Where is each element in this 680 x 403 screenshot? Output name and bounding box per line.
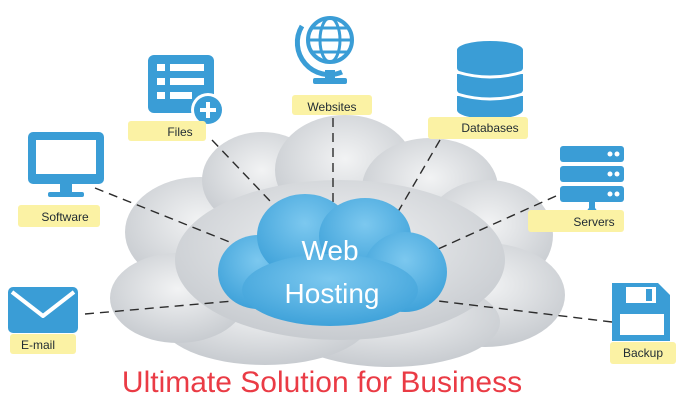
label-databases: Databases <box>461 121 518 135</box>
server-rack-icon <box>560 146 624 217</box>
node-websites: Websites <box>292 16 372 115</box>
node-email: E-mail <box>8 287 78 354</box>
globe-icon <box>294 16 354 84</box>
node-backup: Backup <box>610 283 676 364</box>
node-servers: Servers <box>528 146 624 232</box>
connector-lines <box>84 118 613 323</box>
file-list-add-icon <box>148 55 225 127</box>
connector-servers <box>417 195 557 259</box>
floppy-disk-icon <box>612 283 670 341</box>
connector-databases <box>391 139 441 223</box>
connector-backup <box>429 299 613 323</box>
database-icon <box>456 41 524 119</box>
label-software: Software <box>41 210 89 224</box>
label-files: Files <box>167 125 192 139</box>
node-files: Files <box>128 55 225 141</box>
tagline: Ultimate Solution for Business <box>122 366 522 399</box>
envelope-icon <box>8 287 78 333</box>
monitor-icon <box>28 132 104 197</box>
web-hosting-cloud <box>218 194 447 326</box>
center-title-line1: Web <box>301 235 358 266</box>
label-backup: Backup <box>623 346 663 360</box>
label-websites: Websites <box>307 100 356 114</box>
label-servers: Servers <box>573 215 614 229</box>
center-title-line2: Hosting <box>285 278 380 309</box>
node-software: Software <box>18 132 104 227</box>
node-databases: Databases <box>428 41 528 139</box>
label-email: E-mail <box>21 338 55 352</box>
connector-email <box>84 299 246 315</box>
